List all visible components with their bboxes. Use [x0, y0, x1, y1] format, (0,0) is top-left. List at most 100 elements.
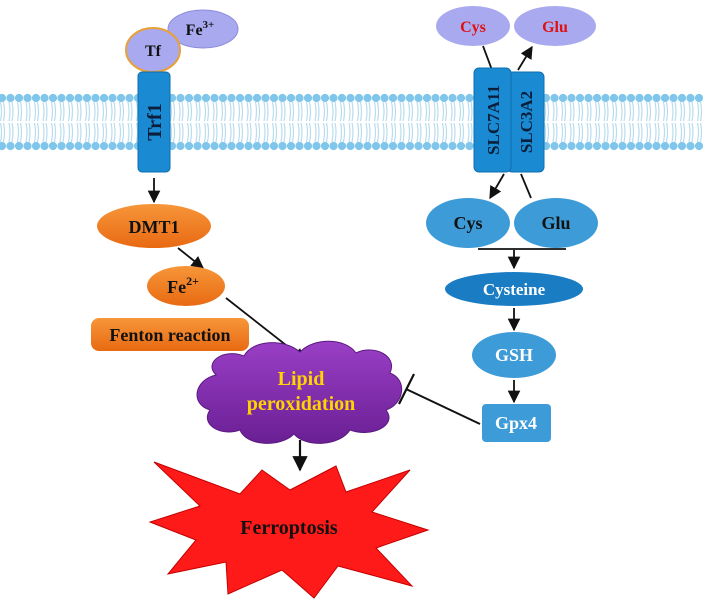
membrane-tail: [393, 101, 397, 143]
membrane-head: [312, 141, 321, 151]
lipid-label-line1: Lipid: [278, 368, 325, 390]
membrane-tail: [597, 101, 601, 143]
membrane-head: [337, 93, 347, 103]
membrane-tail: [696, 101, 700, 143]
membrane-tail: [461, 101, 465, 143]
membrane-tail: [699, 101, 703, 143]
membrane-tail: [203, 101, 207, 143]
membrane-tail: [104, 101, 108, 143]
membrane-head: [465, 93, 474, 103]
membrane-tail: [76, 101, 79, 143]
trf1-receptor: Trf1: [137, 71, 171, 173]
dmt1-node: DMT1: [97, 204, 211, 248]
membrane-tail: [662, 101, 666, 143]
slc3a2-transporter: SLC3A2: [506, 71, 545, 173]
membrane-tail: [325, 101, 329, 143]
membrane-head: [550, 141, 559, 151]
membrane-head: [303, 141, 313, 151]
membrane-tail: [688, 101, 691, 143]
membrane-head: [125, 93, 134, 103]
membrane-head: [108, 93, 117, 103]
membrane-head: [575, 93, 585, 103]
membrane-tail: [665, 101, 669, 143]
membrane-tail: [67, 101, 71, 143]
membrane-tail: [631, 101, 635, 143]
membrane-head: [652, 93, 661, 103]
membrane-tail: [416, 101, 419, 143]
membrane-tail: [433, 101, 436, 143]
membrane-head: [40, 93, 49, 103]
membrane-tail: [390, 101, 394, 143]
gpx4-label: Gpx4: [495, 413, 537, 433]
membrane-tail: [637, 101, 640, 143]
membrane-head: [218, 141, 228, 151]
membrane-tail: [314, 101, 317, 143]
membrane-tail: [2, 101, 6, 143]
membrane-head: [686, 141, 695, 151]
membrane-tail: [84, 101, 88, 143]
membrane-tail: [178, 101, 181, 143]
membrane-head: [286, 93, 296, 103]
membrane-tail: [342, 101, 346, 143]
membrane-head: [227, 93, 236, 103]
membrane-head: [592, 141, 602, 151]
membrane-tail: [19, 101, 23, 143]
membrane-tail: [577, 101, 581, 143]
membrane-head: [635, 141, 644, 151]
membrane-head: [74, 141, 83, 151]
gsh-label: GSH: [495, 345, 533, 365]
membrane-head: [660, 93, 670, 103]
membrane-head: [626, 141, 636, 151]
membrane-tail: [280, 101, 283, 143]
membrane-head: [669, 141, 678, 151]
svg-text:Fe3+: Fe3+: [186, 19, 215, 39]
membrane-head: [91, 93, 100, 103]
membrane-head: [388, 141, 398, 151]
gpx4-node: Gpx4: [482, 404, 551, 442]
membrane-head: [601, 141, 610, 151]
membrane-tail: [569, 101, 572, 143]
membrane-head: [354, 93, 364, 103]
membrane-tail: [266, 101, 269, 143]
membrane-head: [116, 93, 126, 103]
membrane-tail: [263, 101, 266, 143]
membrane-tail: [623, 101, 626, 143]
membrane-head: [456, 93, 466, 103]
membrane-head: [48, 141, 58, 151]
membrane-tail: [331, 101, 334, 143]
membrane-tail: [70, 101, 74, 143]
membrane-tail: [334, 101, 337, 143]
membrane-head: [346, 141, 355, 151]
membrane-head: [550, 93, 559, 103]
membrane-head: [210, 141, 219, 151]
membrane-tail: [169, 101, 173, 143]
membrane-tail: [470, 101, 473, 143]
ferroptosis-label: Ferroptosis: [240, 517, 338, 539]
slc3a2-label: SLC3A2: [517, 91, 536, 153]
membrane-tail: [87, 101, 91, 143]
slc7a11-transporter: SLC7A11: [473, 67, 512, 173]
cys-intracellular-node: Cys: [426, 198, 510, 248]
membrane-head: [278, 141, 287, 151]
membrane-head: [303, 93, 313, 103]
membrane-tail: [308, 101, 312, 143]
fe2-superscript: 2+: [186, 274, 199, 288]
membrane-tail: [586, 101, 589, 143]
membrane-head: [694, 93, 704, 103]
membrane-head: [193, 93, 202, 103]
membrane-head: [65, 93, 75, 103]
membrane-tail: [444, 101, 448, 143]
membrane-tail: [198, 101, 201, 143]
membrane-tail: [365, 101, 368, 143]
membrane-tail: [246, 101, 249, 143]
membrane-tail: [50, 101, 54, 143]
membrane-tail: [385, 101, 388, 143]
membrane-head: [660, 141, 670, 151]
membrane-head: [558, 141, 568, 151]
membrane-head: [618, 93, 627, 103]
membrane-head: [584, 141, 593, 151]
membrane-tail: [232, 101, 235, 143]
membrane-tail: [628, 101, 632, 143]
membrane-tail: [257, 101, 261, 143]
membrane-tail: [186, 101, 190, 143]
